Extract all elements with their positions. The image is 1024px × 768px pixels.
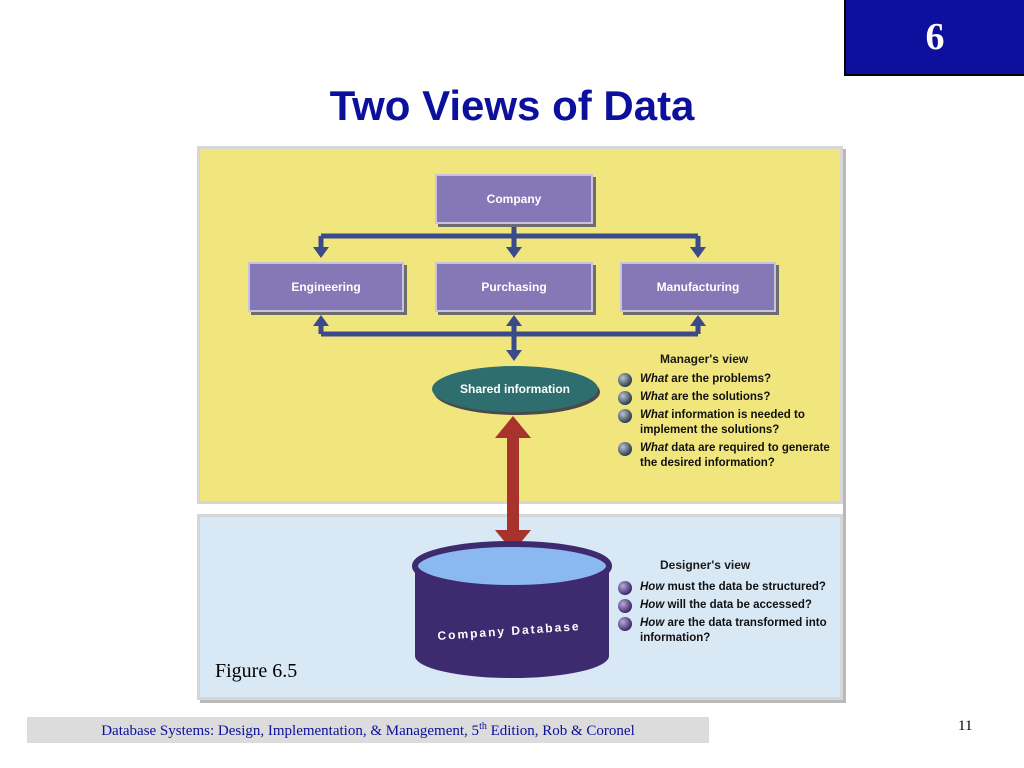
slide-title: Two Views of Data <box>329 82 695 129</box>
bottom-connector-arrowheads <box>313 315 706 361</box>
question-word: What <box>640 442 669 454</box>
chapter-badge: 6 <box>844 0 1024 76</box>
page-number: 11 <box>958 718 973 734</box>
top-connector-arrowheads <box>313 247 706 258</box>
question-word: How <box>640 581 665 593</box>
designers-view-item: How are the data transformed into inform… <box>618 616 838 646</box>
footer-text: Database Systems: Design, Implementation… <box>101 720 635 739</box>
designers-view-title: Designer's view <box>660 558 751 572</box>
bullet-icon <box>618 581 632 595</box>
top-connector <box>318 224 701 250</box>
double-arrow <box>495 416 531 552</box>
figure: Company Engineering Purchasing Manufactu… <box>197 146 843 700</box>
designers-view-item: How will the data be accessed? <box>618 598 838 613</box>
question-word: What <box>640 409 669 421</box>
managers-view-item: What are the solutions? <box>618 390 838 405</box>
managers-view-title: Manager's view <box>660 352 749 366</box>
engineering-box: Engineering <box>248 262 404 312</box>
question-text: information is needed to implement the s… <box>640 409 805 436</box>
bullet-icon <box>618 599 632 613</box>
bullet-icon <box>618 409 632 423</box>
question-word: What <box>640 391 669 403</box>
managers-view-item: What are the problems? <box>618 372 838 387</box>
question-text: are the data transformed into informatio… <box>640 617 827 644</box>
database-cylinder <box>412 541 612 678</box>
question-text: must the data be structured? <box>664 581 826 593</box>
manufacturing-box: Manufacturing <box>620 262 776 312</box>
purchasing-box: Purchasing <box>435 262 593 312</box>
bullet-icon <box>618 373 632 387</box>
bullet-icon <box>618 442 632 456</box>
bullet-icon <box>618 391 632 405</box>
designers-view-item: How must the data be structured? <box>618 580 838 595</box>
question-text: are the problems? <box>668 373 771 385</box>
bullet-icon <box>618 617 632 631</box>
question-text: are the solutions? <box>668 391 771 403</box>
question-word: What <box>640 373 669 385</box>
shared-information-oval: Shared information <box>432 366 598 412</box>
question-text: will the data be accessed? <box>664 599 812 611</box>
figure-caption: Figure 6.5 <box>215 660 298 682</box>
designers-view-list: How must the data be structured?How will… <box>618 580 838 649</box>
figure-connectors <box>313 224 706 678</box>
managers-view-item: What information is needed to implement … <box>618 408 838 438</box>
footer-bar: Database Systems: Design, Implementation… <box>27 717 709 743</box>
question-word: How <box>640 599 665 611</box>
question-word: How <box>640 617 665 629</box>
company-box: Company <box>435 174 593 224</box>
managers-view-item: What data are required to generate the d… <box>618 441 838 471</box>
managers-view-list: What are the problems?What are the solut… <box>618 372 838 474</box>
question-text: data are required to generate the desire… <box>640 442 830 469</box>
